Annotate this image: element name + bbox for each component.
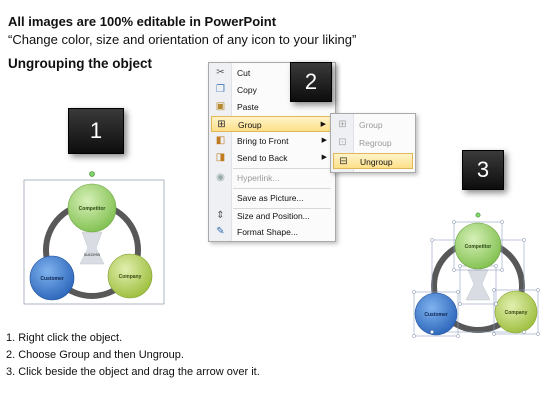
menu-separator (233, 168, 331, 169)
menu-item-size-position[interactable]: ⇕ Size and Position... (211, 208, 333, 224)
customer-label: Customer (424, 312, 447, 318)
ungroup-icon: ⊟ (339, 156, 348, 167)
copy-icon: ❐ (216, 84, 225, 95)
menu-item-label: Format Shape... (237, 227, 298, 237)
cycle-diagram-ungrouped[interactable]: Competitor Customer Company (412, 212, 550, 344)
customer-label: Customer (40, 276, 63, 282)
competitor-label: Competitor (465, 244, 492, 250)
competitor-circle[interactable] (67, 183, 117, 233)
menu-item-format-shape[interactable]: ✎ Format Shape... (211, 224, 333, 240)
step-badge-3: 3 (462, 150, 504, 190)
menu-item-hyperlink[interactable]: ◉ Hyperlink... (211, 170, 333, 186)
company-selection-box (493, 289, 539, 335)
menu-item-label: Size and Position... (237, 211, 310, 221)
size-position-icon: ⇕ (216, 210, 225, 221)
customer-circle[interactable] (414, 292, 458, 336)
company-circle[interactable] (107, 253, 153, 299)
menu-item-label: Send to Back (237, 153, 288, 163)
selection-box (23, 179, 165, 305)
submenu-item-regroup[interactable]: ⊡ Regroup (333, 135, 413, 151)
send-back-icon: ◨ (215, 152, 226, 163)
hyperlink-icon: ◉ (216, 172, 225, 183)
center-label: success (84, 252, 101, 257)
menu-item-label: Hyperlink... (237, 173, 280, 183)
company-label: Company (505, 310, 528, 316)
menu-item-paste[interactable]: ▣ Paste (211, 99, 333, 115)
menu-item-send-to-back[interactable]: ◨ Send to Back ▶ (211, 150, 333, 166)
submenu-arrow-icon: ▶ (321, 154, 327, 161)
step-3-text: 3. Click beside the object and drag the … (6, 366, 260, 378)
group-icon: ⊞ (338, 119, 347, 130)
group-submenu[interactable]: ⊞ Group ⊡ Regroup ⊟ Ungroup (330, 113, 416, 173)
scissors-icon: ✂ (216, 67, 225, 78)
step-1-text: 1. Right click the object. (6, 332, 123, 344)
competitor-selection-box (453, 221, 503, 271)
submenu-item-label: Ungroup (360, 157, 393, 167)
center-connector (79, 231, 105, 265)
submenu-item-ungroup[interactable]: ⊟ Ungroup (333, 153, 413, 169)
submenu-item-label: Group (359, 120, 383, 130)
customer-selection-box (413, 291, 459, 337)
instruction-steps: 1. Right click the object. 2. Choose Gro… (6, 330, 260, 381)
submenu-arrow-icon: ▶ (321, 137, 327, 144)
section-title: Ungrouping the object (8, 56, 152, 71)
menu-separator (233, 188, 331, 189)
format-shape-icon: ✎ (216, 226, 225, 237)
step-badge-3-number: 3 (476, 157, 490, 182)
submenu-item-group[interactable]: ⊞ Group (333, 117, 413, 133)
company-circle[interactable] (494, 290, 538, 334)
menu-icon-gutter (209, 63, 232, 241)
customer-circle[interactable] (29, 255, 75, 301)
competitor-circle[interactable] (454, 222, 502, 270)
menu-item-label: Save as Picture... (237, 193, 304, 203)
step-2-text: 2. Choose Group and then Ungroup. (6, 349, 184, 361)
menu-item-label: Group (238, 120, 262, 130)
resize-handles[interactable] (412, 220, 540, 338)
menu-item-copy[interactable]: ❐ Copy (211, 82, 333, 98)
menu-separator (233, 208, 331, 209)
company-label: Company (119, 274, 142, 280)
cycle-diagram-original[interactable]: success Competitor Customer Company (20, 170, 170, 306)
step-badge-1: 1 (68, 108, 124, 154)
menu-item-label: Bring to Front (237, 136, 289, 146)
step-badge-2-number: 2 (304, 69, 318, 94)
step-badge-1-number: 1 (89, 118, 103, 143)
competitor-label: Competitor (79, 206, 106, 212)
menu-item-group[interactable]: ⊞ Group ▶ (211, 116, 333, 132)
menu-item-cut[interactable]: ✂ Cut (211, 65, 333, 81)
menu-item-label: Paste (237, 102, 259, 112)
menu-item-save-as-picture[interactable]: Save as Picture... (211, 190, 333, 206)
group-icon: ⊞ (217, 119, 226, 130)
menu-item-bring-to-front[interactable]: ◧ Bring to Front ▶ (211, 133, 333, 149)
menu-item-label: Copy (237, 85, 257, 95)
rotate-handle[interactable] (89, 171, 95, 177)
menu-item-label: Cut (237, 68, 251, 78)
center-connector[interactable] (465, 269, 491, 301)
page-subtitle: “Change color, size and orientation of a… (8, 32, 357, 47)
regroup-icon: ⊡ (338, 137, 347, 148)
step-badge-2: 2 (290, 62, 332, 102)
page-title: All images are 100% editable in PowerPoi… (8, 14, 277, 29)
bring-front-icon: ◧ (215, 135, 226, 146)
submenu-arrow-icon: ▶ (320, 121, 326, 128)
paste-icon: ▣ (215, 101, 226, 112)
submenu-item-label: Regroup (359, 138, 392, 148)
rotate-handle[interactable] (475, 212, 481, 218)
